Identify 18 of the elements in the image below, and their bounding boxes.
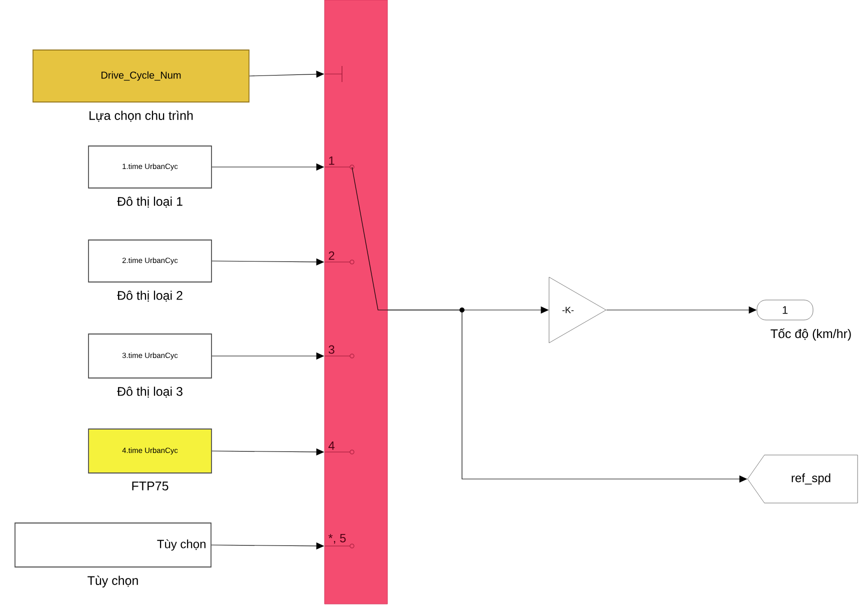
port-number: *, 5 [328,534,346,544]
gain-block: -K- [548,276,606,344]
port-number: 4 [328,442,335,450]
constant-block: Tùy chọn [14,522,212,568]
block-label: Tùy chọn [88,576,138,588]
port-number: 3 [328,345,334,354]
block-label: Đô thị loại 1 [117,196,182,208]
outport-block: 1 [756,300,814,320]
block-label: Lựa chọn chu trình [90,110,193,122]
constant-block: Drive_Cycle_Num [32,50,250,102]
block-label: FTP75 [132,482,168,490]
block-label: Đô thị loại 2 [117,290,182,302]
block-label: Đô thị loại 3 [117,386,182,398]
port-number: 1 [329,156,334,165]
port-number: 2 [328,251,334,260]
multiport-switch [324,0,388,604]
block-label: Tốc độ (km/hr) [770,328,851,341]
goto-block: ref_spd [747,454,858,504]
